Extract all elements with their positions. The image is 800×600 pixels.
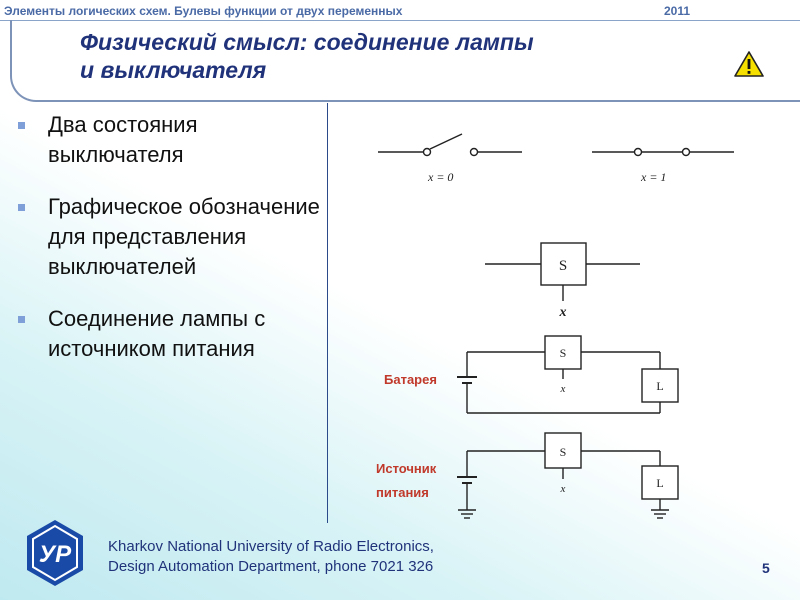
title-line-2: и выключателя — [80, 57, 267, 83]
bullet-text: Два состояния выключателя — [48, 112, 198, 167]
title-line-1: Физический смысл: соединение лампы — [80, 29, 534, 55]
battery-lamp-label: L — [656, 379, 663, 393]
slide-title: Физический смысл: соединение лампы и вык… — [80, 28, 640, 84]
power-source-circuit — [457, 432, 679, 519]
bullet-marker-icon — [18, 122, 25, 129]
vertical-divider — [327, 103, 328, 523]
source-switch-variable: x — [560, 483, 566, 495]
title-frame — [10, 20, 800, 102]
battery-switch-variable: x — [560, 383, 566, 395]
bullet-item: Два состояния выключателя — [12, 110, 327, 170]
switch-open-label: x = 0 — [427, 170, 453, 184]
bullet-item: Соединение лампы с источником питания — [12, 304, 327, 364]
closed-switch — [592, 147, 734, 157]
bullet-list: Два состояния выключателя Графическое об… — [12, 110, 327, 386]
source-lamp-label: L — [656, 476, 663, 490]
circuit-diagram: x = 0 x = 1 S x S x L Батарея S x L Исто… — [376, 133, 734, 519]
slide-header: Элементы логических схем. Булевы функции… — [0, 0, 800, 22]
bullet-marker-icon — [18, 204, 25, 211]
bullet-text: Соединение лампы с источником питания — [48, 306, 266, 361]
switch-variable-label: x — [559, 305, 567, 320]
university-logo-icon: УР — [27, 520, 83, 586]
page-number: 5 — [762, 560, 770, 576]
source-label-line-2: питания — [376, 485, 429, 500]
bullet-item: Графическое обозначение для представлени… — [12, 192, 327, 282]
source-switch-label: S — [560, 445, 567, 459]
battery-circuit — [457, 335, 679, 414]
battery-switch-label: S — [560, 346, 567, 360]
bullet-marker-icon — [18, 316, 25, 323]
battery-label: Батарея — [384, 372, 437, 387]
bullet-text: Графическое обозначение для представлени… — [48, 194, 320, 279]
header-text: Элементы логических схем. Булевы функции… — [4, 4, 403, 18]
switch-closed-label: x = 1 — [640, 170, 666, 184]
switch-box-label: S — [559, 258, 567, 274]
switch-symbol — [485, 242, 640, 301]
header-year: 2011 — [664, 4, 691, 18]
open-switch — [378, 133, 522, 157]
footer-line-1: Kharkov National University of Radio Ele… — [108, 538, 434, 555]
header-rule — [0, 20, 800, 21]
source-label-line-1: Источник — [376, 461, 437, 476]
warning-icon — [734, 51, 764, 77]
footer-text: Kharkov National University of Radio Ele… — [108, 537, 434, 577]
footer-line-2: Design Automation Department, phone 7021… — [108, 558, 434, 575]
logo-text: УР — [39, 541, 72, 568]
